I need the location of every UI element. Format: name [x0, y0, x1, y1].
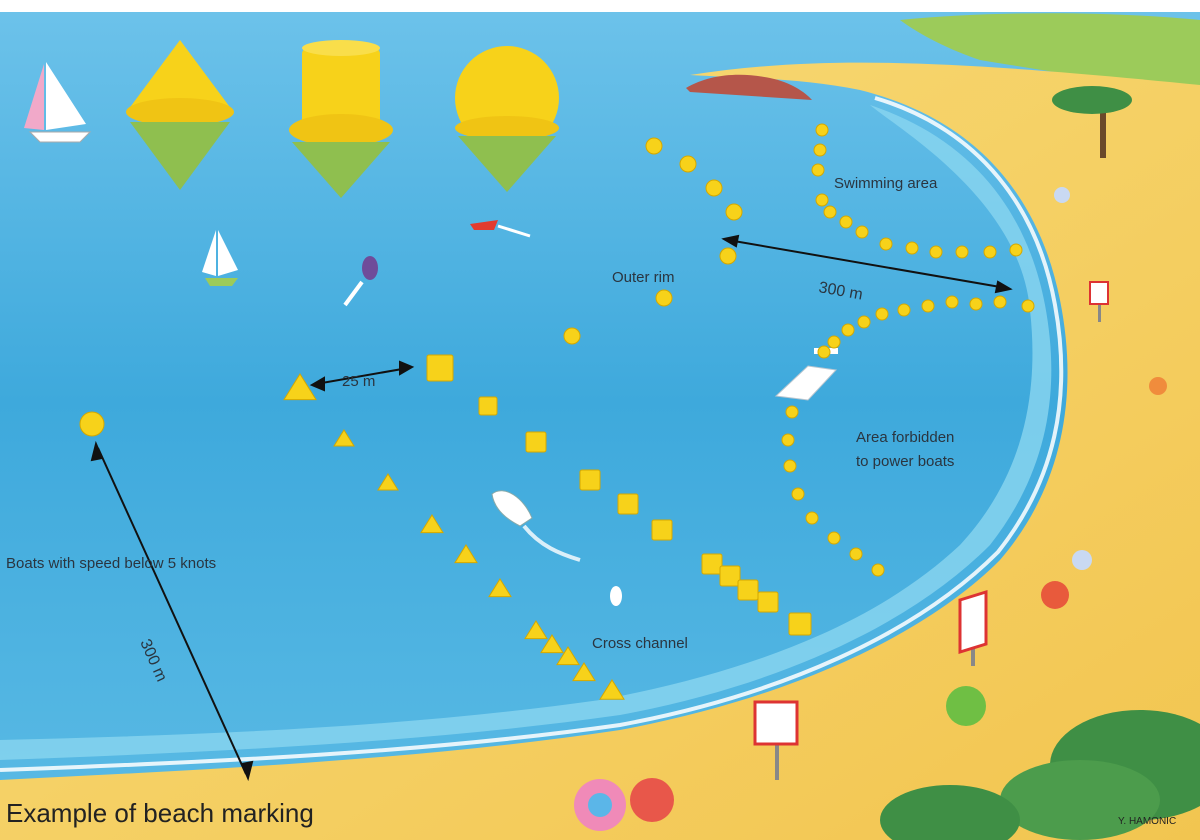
- swimmer-top-icon: [343, 256, 378, 307]
- swim-area-buoy: [815, 123, 829, 137]
- outer-rim-buoy: [705, 179, 723, 197]
- windsurfer-icon: [610, 586, 622, 606]
- motorboat-icon: [491, 490, 581, 562]
- label-cross-channel: Cross channel: [592, 635, 688, 652]
- swim-area-buoy: [827, 335, 841, 349]
- swim-area-buoy: [839, 215, 853, 229]
- sailboat-small-icon: [202, 230, 238, 286]
- outer-rim-buoy: [725, 203, 743, 221]
- dimension-arrows: [90, 234, 1013, 782]
- channel-cone-buoy: [572, 662, 596, 682]
- tree-top-right: [1052, 86, 1132, 158]
- swim-area-buoy: [983, 245, 997, 259]
- channel-can-buoy: [525, 431, 547, 453]
- channel-cone-buoy: [599, 679, 625, 700]
- jetski-icon: [470, 220, 531, 238]
- channel-can-buoy: [478, 396, 498, 416]
- channel-cone-buoy: [524, 620, 548, 640]
- swim-area-buoy: [993, 295, 1007, 309]
- channel-cone-buoy: [488, 578, 512, 598]
- swim-area-buoy: [811, 163, 825, 177]
- swim-area-buoy: [1021, 299, 1035, 313]
- swim-area-buoy: [921, 299, 935, 313]
- swim-area-buoy: [823, 205, 837, 219]
- channel-can-buoy: [788, 612, 812, 636]
- swim-area-buoy: [1009, 243, 1023, 257]
- swim-area-buoy: [897, 303, 911, 317]
- label-swimming-area: Swimming area: [834, 175, 938, 192]
- swim-area-buoy: [805, 511, 819, 525]
- swim-area-buoy: [827, 531, 841, 545]
- outer-rim-buoy: [655, 289, 673, 307]
- channel-cone-buoy: [540, 634, 564, 654]
- outer-rim-buoy: [563, 327, 581, 345]
- swim-area-buoy: [791, 487, 805, 501]
- swim-area-buoy: [785, 405, 799, 419]
- grass-hill: [900, 13, 1200, 95]
- swim-area-buoy: [813, 143, 827, 157]
- windsurf-sign: [1089, 281, 1109, 322]
- swim-area-buoy: [969, 297, 983, 311]
- swim-area-buoy: [879, 237, 893, 251]
- rocks: [686, 74, 812, 100]
- swimming-sign: [753, 700, 799, 780]
- label-25m: 25 m: [342, 373, 375, 390]
- channel-can-buoy: [701, 553, 723, 575]
- channel-cone-buoy: [454, 544, 478, 564]
- swim-area-buoy: [875, 307, 889, 321]
- swim-area-buoy: [783, 459, 797, 473]
- sphere-buoy-icon: [455, 46, 559, 192]
- outer-rim-buoy: [679, 155, 697, 173]
- channel-cone-buoy: [283, 373, 317, 401]
- swim-area-buoy: [945, 295, 959, 309]
- umbrella-icons: [574, 187, 1167, 831]
- swim-area-buoy: [855, 225, 869, 239]
- trees-bottom-right: [880, 710, 1200, 840]
- label-outer-rim: Outer rim: [612, 269, 675, 286]
- sand-beach: [0, 62, 1200, 840]
- channel-can-buoy: [757, 591, 779, 613]
- channel-can-buoy: [737, 579, 759, 601]
- channel-can-buoy: [617, 493, 639, 515]
- channel-can-buoy: [579, 469, 601, 491]
- channel-cone-buoy: [333, 429, 355, 447]
- sailboat-icon: [24, 62, 92, 143]
- page-title: Example of beach marking: [6, 798, 314, 828]
- swim-area-buoy: [841, 323, 855, 337]
- credit-text: Y. HAMONIC: [1118, 816, 1176, 827]
- channel-cone-buoy: [556, 646, 580, 666]
- channel-can-buoy: [719, 565, 741, 587]
- label-area-forbidden-1: Area forbidden: [856, 429, 954, 446]
- buoy-lines: [79, 123, 1035, 700]
- swim-area-buoy: [905, 241, 919, 255]
- channel-can-buoy: [651, 519, 673, 541]
- swim-area-buoy: [871, 563, 885, 577]
- swim-area-buoy: [955, 245, 969, 259]
- channel-cone-buoy: [377, 473, 399, 491]
- foam-line: [0, 96, 1064, 772]
- swim-area-buoy: [849, 547, 863, 561]
- no-motorboat-sign: [958, 589, 988, 666]
- swim-area-buoy: [817, 345, 831, 359]
- channel-can-buoy: [426, 354, 454, 382]
- label-boats-speed: Boats with speed below 5 knots: [6, 555, 216, 572]
- label-area-forbidden-2: to power boats: [856, 453, 954, 470]
- channel-cone-buoy: [420, 514, 444, 534]
- outer-rim-buoy: [719, 247, 737, 265]
- outer-rim-buoy: [645, 137, 663, 155]
- cone-buoy-icon: [126, 40, 234, 190]
- outer-rim-buoy: [79, 411, 105, 437]
- swim-area-buoy: [781, 433, 795, 447]
- swim-area-buoy: [815, 193, 829, 207]
- swim-area-buoy: [929, 245, 943, 259]
- swim-area-buoy: [857, 315, 871, 329]
- can-buoy-icon: [289, 40, 393, 198]
